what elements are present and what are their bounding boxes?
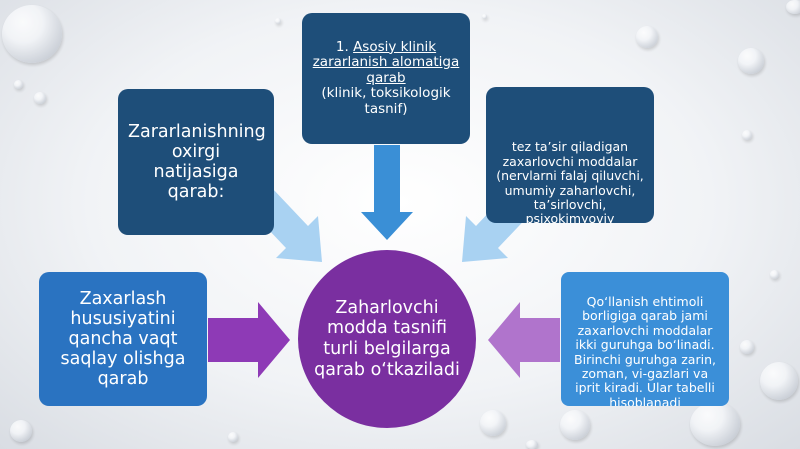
water-drop <box>14 80 23 89</box>
right-top-criterion-box: tez ta’sir qiladigan zaxarlovchi moddala… <box>486 87 654 223</box>
water-drop <box>275 18 281 24</box>
water-drop <box>690 402 740 446</box>
center-circle: Zaharlovchi modda tasnifi turli belgilar… <box>298 250 476 428</box>
center-circle-text: Zaharlovchi modda tasnifi turli belgilar… <box>314 297 460 380</box>
arrow-left <box>488 302 560 378</box>
water-drop <box>480 410 506 436</box>
left-box-text: Zaxarlash hususiyatini qancha vaqt saqla… <box>60 288 186 390</box>
water-drop <box>34 92 46 104</box>
top-box-subtitle: (klinik, toksikologik tasnif) <box>321 85 451 117</box>
water-drop <box>760 362 798 400</box>
top-box-number: 1. <box>335 38 349 55</box>
water-drop <box>738 48 764 74</box>
water-drop <box>742 130 752 140</box>
water-drop <box>560 410 590 440</box>
top-criterion-box: 1. Asosiy klinik zararlanish alomatiga q… <box>302 13 470 144</box>
water-drop <box>786 0 800 14</box>
left-top-criterion-box: Zararlanishning oxirgi natijasiga qarab: <box>118 89 274 235</box>
arrow-right <box>208 302 290 378</box>
left-criterion-box: Zaxarlash hususiyatini qancha vaqt saqla… <box>39 272 207 406</box>
water-drop <box>526 440 538 449</box>
right-criterion-box: Qo‘llanish ehtimoli borligiga qarab jami… <box>561 272 729 406</box>
right-box-text: Qo‘llanish ehtimoli borligiga qarab jami… <box>574 294 716 406</box>
top-box-title: Asosiy klinik zararlanish alomatiga qara… <box>312 38 460 86</box>
water-drop <box>10 420 32 442</box>
water-drop <box>2 5 62 63</box>
arrow-down <box>361 145 413 240</box>
left-top-box-text: Zararlanishning oxirgi natijasiga qarab: <box>128 121 266 203</box>
water-drop <box>228 432 238 442</box>
water-drop <box>740 340 754 354</box>
water-drop <box>636 26 658 48</box>
water-drop <box>482 14 487 19</box>
water-drop <box>770 270 779 279</box>
right-top-box-text: tez ta’sir qiladigan zaxarlovchi moddala… <box>496 139 644 223</box>
